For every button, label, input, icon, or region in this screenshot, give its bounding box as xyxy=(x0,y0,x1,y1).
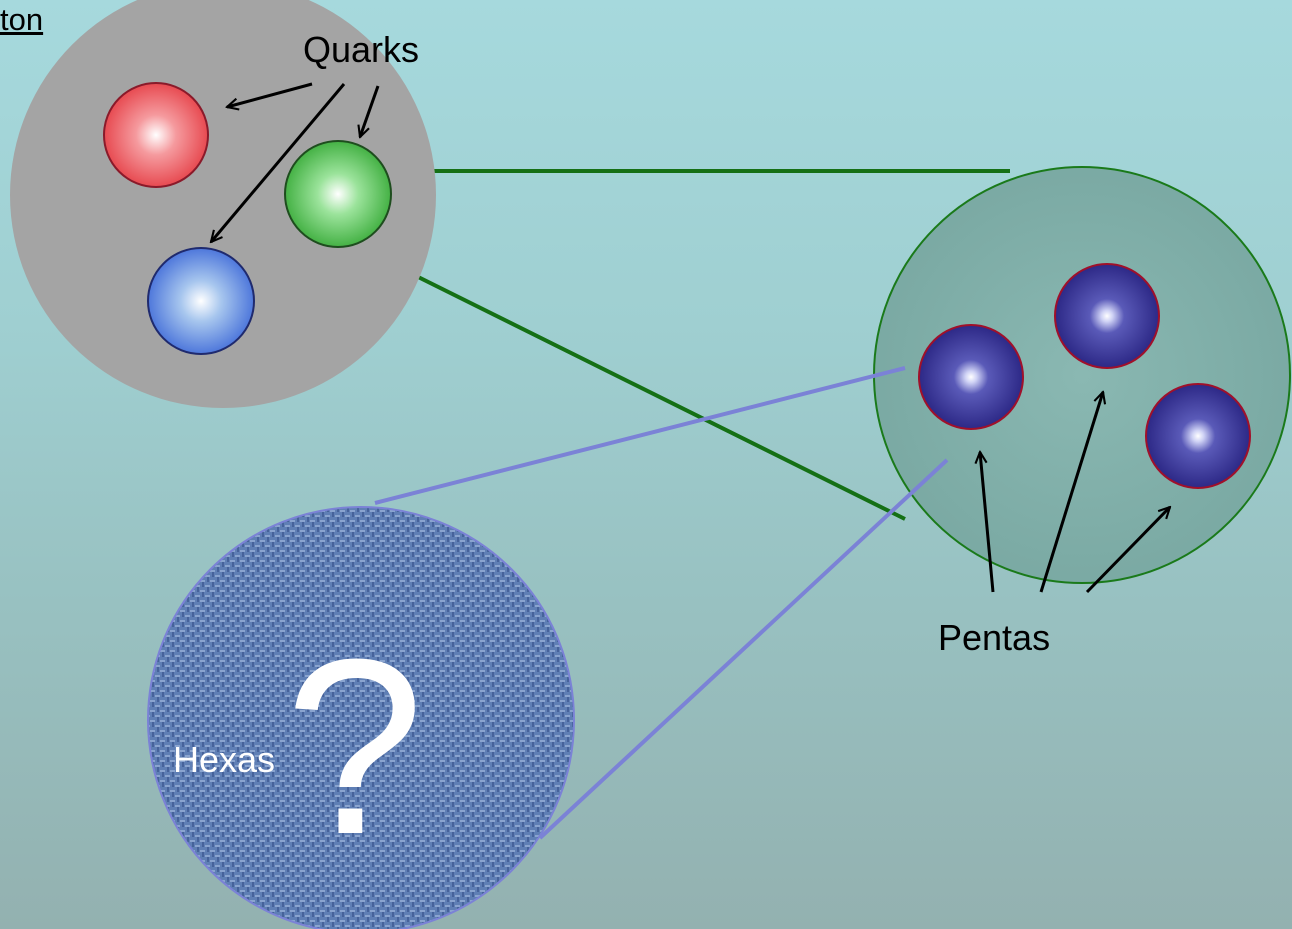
arrow-to-penta-left xyxy=(980,452,995,593)
penta-particle-top xyxy=(1054,263,1160,369)
arrow-to-penta-right xyxy=(1085,507,1170,594)
slide-title-fragment: ton xyxy=(0,2,44,37)
quark-red xyxy=(103,82,209,188)
question-mark: ? xyxy=(285,607,424,886)
quark-blue xyxy=(147,247,255,355)
quarks-label: Quarks xyxy=(303,29,419,70)
penta-particle-left xyxy=(918,324,1024,430)
green-connector-diagonal xyxy=(389,261,906,521)
quark-green xyxy=(284,140,392,248)
arrow-to-red-quark xyxy=(227,82,313,107)
purple-connector-bottom xyxy=(538,458,949,840)
pentas-cluster xyxy=(873,166,1291,584)
pentas-label: Pentas xyxy=(938,617,1050,658)
arrow-to-blue-quark xyxy=(211,83,346,242)
hexas-circle xyxy=(147,506,575,929)
penta-particle-right xyxy=(1145,383,1251,489)
arrow-to-green-quark xyxy=(360,85,380,137)
arrow-to-penta-top xyxy=(1039,392,1103,593)
hexas-label: Hexas xyxy=(173,739,275,780)
hexas-cluster xyxy=(147,506,575,929)
purple-connector-top xyxy=(374,366,906,505)
